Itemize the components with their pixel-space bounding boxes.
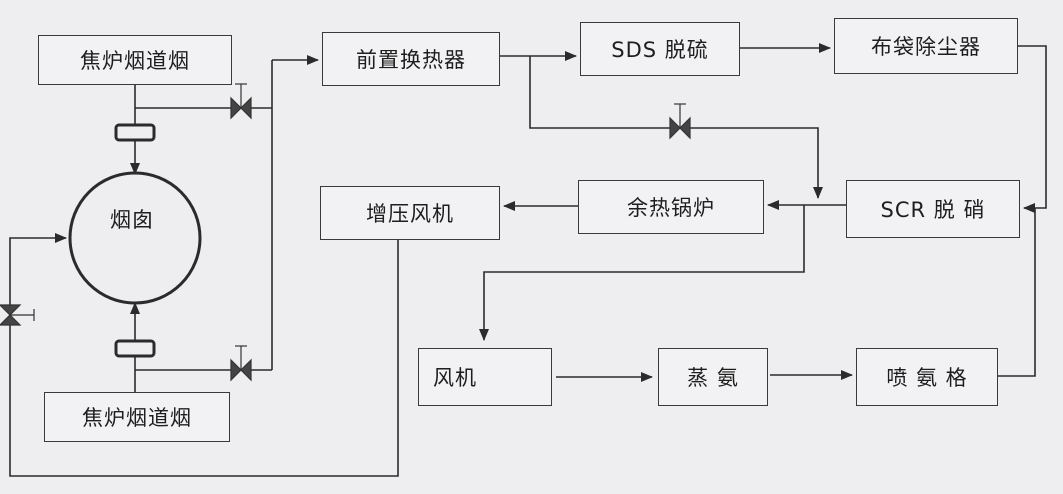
- node-waste-heat-boiler: 余热锅炉: [578, 180, 764, 234]
- node-coke-flue-top: 焦炉烟道烟: [38, 35, 232, 85]
- valve-icon: [0, 304, 35, 326]
- node-label: 烟囱: [110, 208, 154, 232]
- node-label: SDS 脱硫: [611, 38, 709, 62]
- node-fan: 风机: [418, 348, 552, 406]
- node-label: 前置换热器: [356, 48, 466, 72]
- node-label: 喷 氨 格: [886, 366, 968, 390]
- node-label: 风机: [433, 366, 477, 390]
- node-label: 余热锅炉: [627, 196, 715, 220]
- node-label: 增压风机: [366, 202, 454, 226]
- node-booster-fan: 增压风机: [320, 186, 500, 240]
- line-branch-to-fan: [479, 205, 805, 341]
- node-label: 布袋除尘器: [871, 35, 981, 59]
- node-label: SCR 脱 硝: [880, 198, 986, 222]
- valve-icon: [230, 345, 252, 382]
- node-bag-filter: 布袋除尘器: [834, 18, 1018, 74]
- valve-icon: [230, 83, 252, 120]
- node-coke-flue-bottom: 焦炉烟道烟: [44, 392, 230, 442]
- line-booster-return-to-chimney: [9, 233, 399, 477]
- node-scr-denitration: SCR 脱 硝: [846, 180, 1020, 238]
- valve-icon: [669, 103, 691, 140]
- damper-icon: [114, 123, 156, 142]
- node-sds-desulfurization: SDS 脱硫: [580, 22, 740, 76]
- line-bag-to-scr: [1018, 45, 1047, 213]
- node-chimney-label: 烟囱: [110, 204, 154, 234]
- node-label: 焦炉烟道烟: [82, 406, 192, 430]
- chimney-circle: [68, 171, 202, 305]
- node-label: 蒸 氨: [687, 366, 739, 390]
- damper-icon: [114, 339, 156, 358]
- line-grid-to-scr: [998, 208, 1036, 377]
- node-label: 焦炉烟道烟: [80, 49, 190, 73]
- line-riser-to-preheat: [271, 60, 318, 82]
- node-ammonia-evaporation: 蒸 氨: [658, 348, 768, 406]
- node-ammonia-grid: 喷 氨 格: [856, 348, 998, 406]
- node-pre-heat-exchanger: 前置换热器: [322, 32, 500, 86]
